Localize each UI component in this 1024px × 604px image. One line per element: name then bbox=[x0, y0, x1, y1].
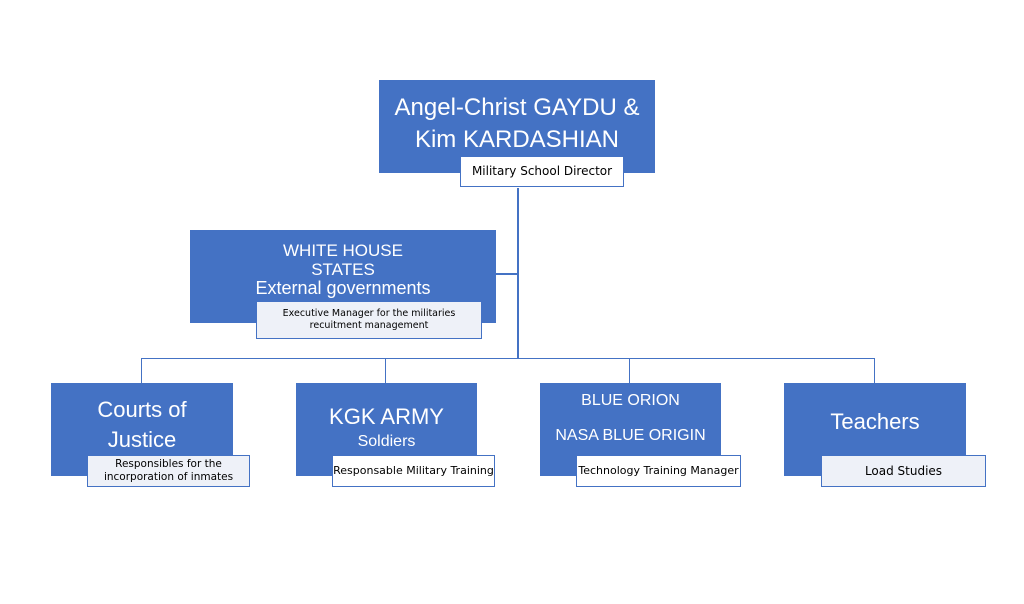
army-title-line-1: KGK ARMY bbox=[329, 404, 444, 429]
orion-title-line-2: NASA BLUE ORIGIN bbox=[555, 427, 706, 444]
teachers-role-label: Load Studies bbox=[821, 455, 986, 487]
courts-role-line-1: Responsibles for the bbox=[115, 457, 222, 470]
assistant-role-line-1: Executive Manager for the militaries bbox=[282, 308, 456, 320]
vertical-trunk-line bbox=[517, 188, 519, 359]
assistant-title-line-3: External governments bbox=[255, 278, 431, 298]
drop-line-courts bbox=[141, 358, 142, 383]
orion-role-label: Technology Training Manager bbox=[576, 455, 741, 487]
director-role-text: Military School Director bbox=[471, 164, 613, 178]
army-role-text: Responsable Military Training bbox=[333, 464, 494, 478]
assistant-title-line-1: WHITE HOUSE bbox=[283, 241, 403, 260]
army-title-line-2: Soldiers bbox=[357, 433, 416, 450]
drop-line-army bbox=[385, 358, 386, 383]
drop-line-orion bbox=[629, 358, 630, 383]
courts-role-label: Responsibles for the incorporation of in… bbox=[87, 455, 250, 487]
director-title-line-2: Kim KARDASHIAN bbox=[414, 126, 620, 153]
courts-title-line-1: Courts of bbox=[97, 397, 187, 422]
director-title-line-1: Angel-Christ GAYDU & bbox=[394, 94, 640, 121]
assistant-role-label: Executive Manager for the militaries rec… bbox=[256, 301, 482, 339]
horizontal-distribution-line bbox=[141, 358, 875, 359]
director-role-label: Military School Director bbox=[460, 156, 624, 187]
teachers-role-text: Load Studies bbox=[864, 463, 943, 478]
assistant-role-line-2: recuitment management bbox=[309, 320, 429, 331]
courts-role-line-2: incorporation of inmates bbox=[103, 471, 234, 483]
drop-line-teachers bbox=[874, 358, 875, 383]
assistant-title-line-2: STATES bbox=[311, 260, 375, 279]
orion-title-line-1: BLUE ORION bbox=[581, 392, 680, 409]
army-role-label: Responsable Military Training bbox=[332, 455, 495, 487]
courts-title-line-2: Justice bbox=[107, 427, 177, 452]
assistant-branch-line bbox=[495, 273, 518, 275]
orion-role-text: Technology Training Manager bbox=[578, 464, 739, 478]
teachers-title-line-1: Teachers bbox=[830, 409, 920, 434]
